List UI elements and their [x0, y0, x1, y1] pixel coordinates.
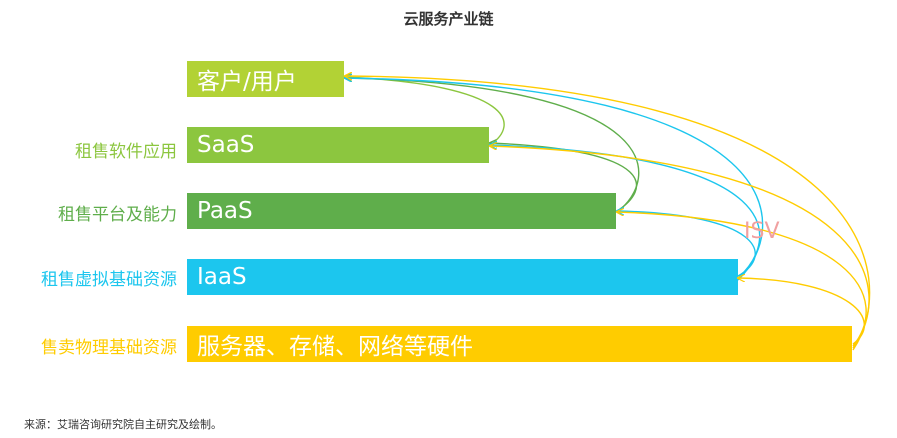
- customer-bar: 客户/用户: [187, 61, 344, 97]
- saas-bar: SaaS: [187, 127, 489, 163]
- source-note: 来源：艾瑞咨询研究院自主研究及绘制。: [24, 418, 222, 431]
- diagram-title: 云服务产业链: [403, 10, 494, 28]
- hardware-bar: 服务器、存储、网络等硬件: [187, 326, 852, 362]
- iaas-layer-label: 租售虚拟基础资源: [41, 269, 177, 290]
- arrow-hardware-to-saas: [490, 146, 870, 349]
- paas-layer-label: 租售平台及能力: [58, 204, 177, 225]
- isv-label: ISV: [744, 219, 780, 244]
- paas-bar: PaaS: [187, 193, 616, 229]
- hardware-layer-label: 售卖物理基础资源: [41, 337, 177, 358]
- iaas-bar: IaaS: [187, 259, 738, 295]
- arrow-iaas-to-customer: [345, 78, 764, 281]
- saas-layer-label: 租售软件应用: [75, 141, 177, 162]
